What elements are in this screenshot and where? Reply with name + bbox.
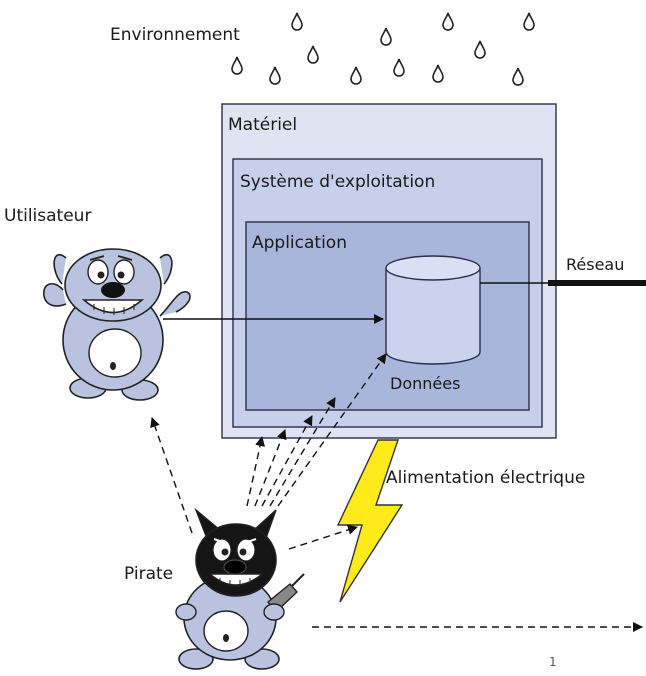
attack-arrow-user <box>150 417 193 534</box>
pirate-creature <box>175 507 305 670</box>
attack-arrow-hardware-1 <box>246 436 265 507</box>
raindrop-icon <box>307 45 319 64</box>
raindrop-icon <box>269 66 281 85</box>
raindrop-icon <box>380 27 392 46</box>
hardware-label: Matériel <box>228 115 297 135</box>
attack-arrow-application <box>269 397 336 507</box>
pirate-attack-arrows <box>150 353 643 632</box>
raindrop-icon <box>523 12 535 31</box>
raindrop-icon <box>512 67 524 86</box>
raindrop-icon <box>393 58 405 77</box>
raindrop-icon <box>474 40 486 59</box>
raindrop-icon <box>350 66 362 85</box>
page-number: 1 <box>549 655 557 669</box>
application-label: Application <box>252 233 347 253</box>
power-label: Alimentation électrique <box>386 468 585 488</box>
lightning-icon <box>336 439 404 603</box>
environment-label: Environnement <box>110 25 240 45</box>
rain-drops <box>231 12 535 86</box>
raindrop-icon <box>442 12 454 31</box>
network-label: Réseau <box>566 255 624 274</box>
database-icon <box>385 255 481 365</box>
user-label: Utilisateur <box>4 206 91 226</box>
raindrop-icon <box>291 12 303 31</box>
raindrop-icon <box>432 64 444 83</box>
attack-arrow-hardware-2 <box>254 429 287 507</box>
os-label: Système d'exploitation <box>240 172 435 192</box>
network-cable <box>548 280 646 286</box>
attack-arrow-os <box>261 415 313 507</box>
pirate-label: Pirate <box>124 564 173 584</box>
data-label: Données <box>390 374 460 393</box>
user-creature <box>43 248 191 401</box>
raindrop-icon <box>231 56 243 75</box>
attack-arrow-power <box>288 525 358 550</box>
